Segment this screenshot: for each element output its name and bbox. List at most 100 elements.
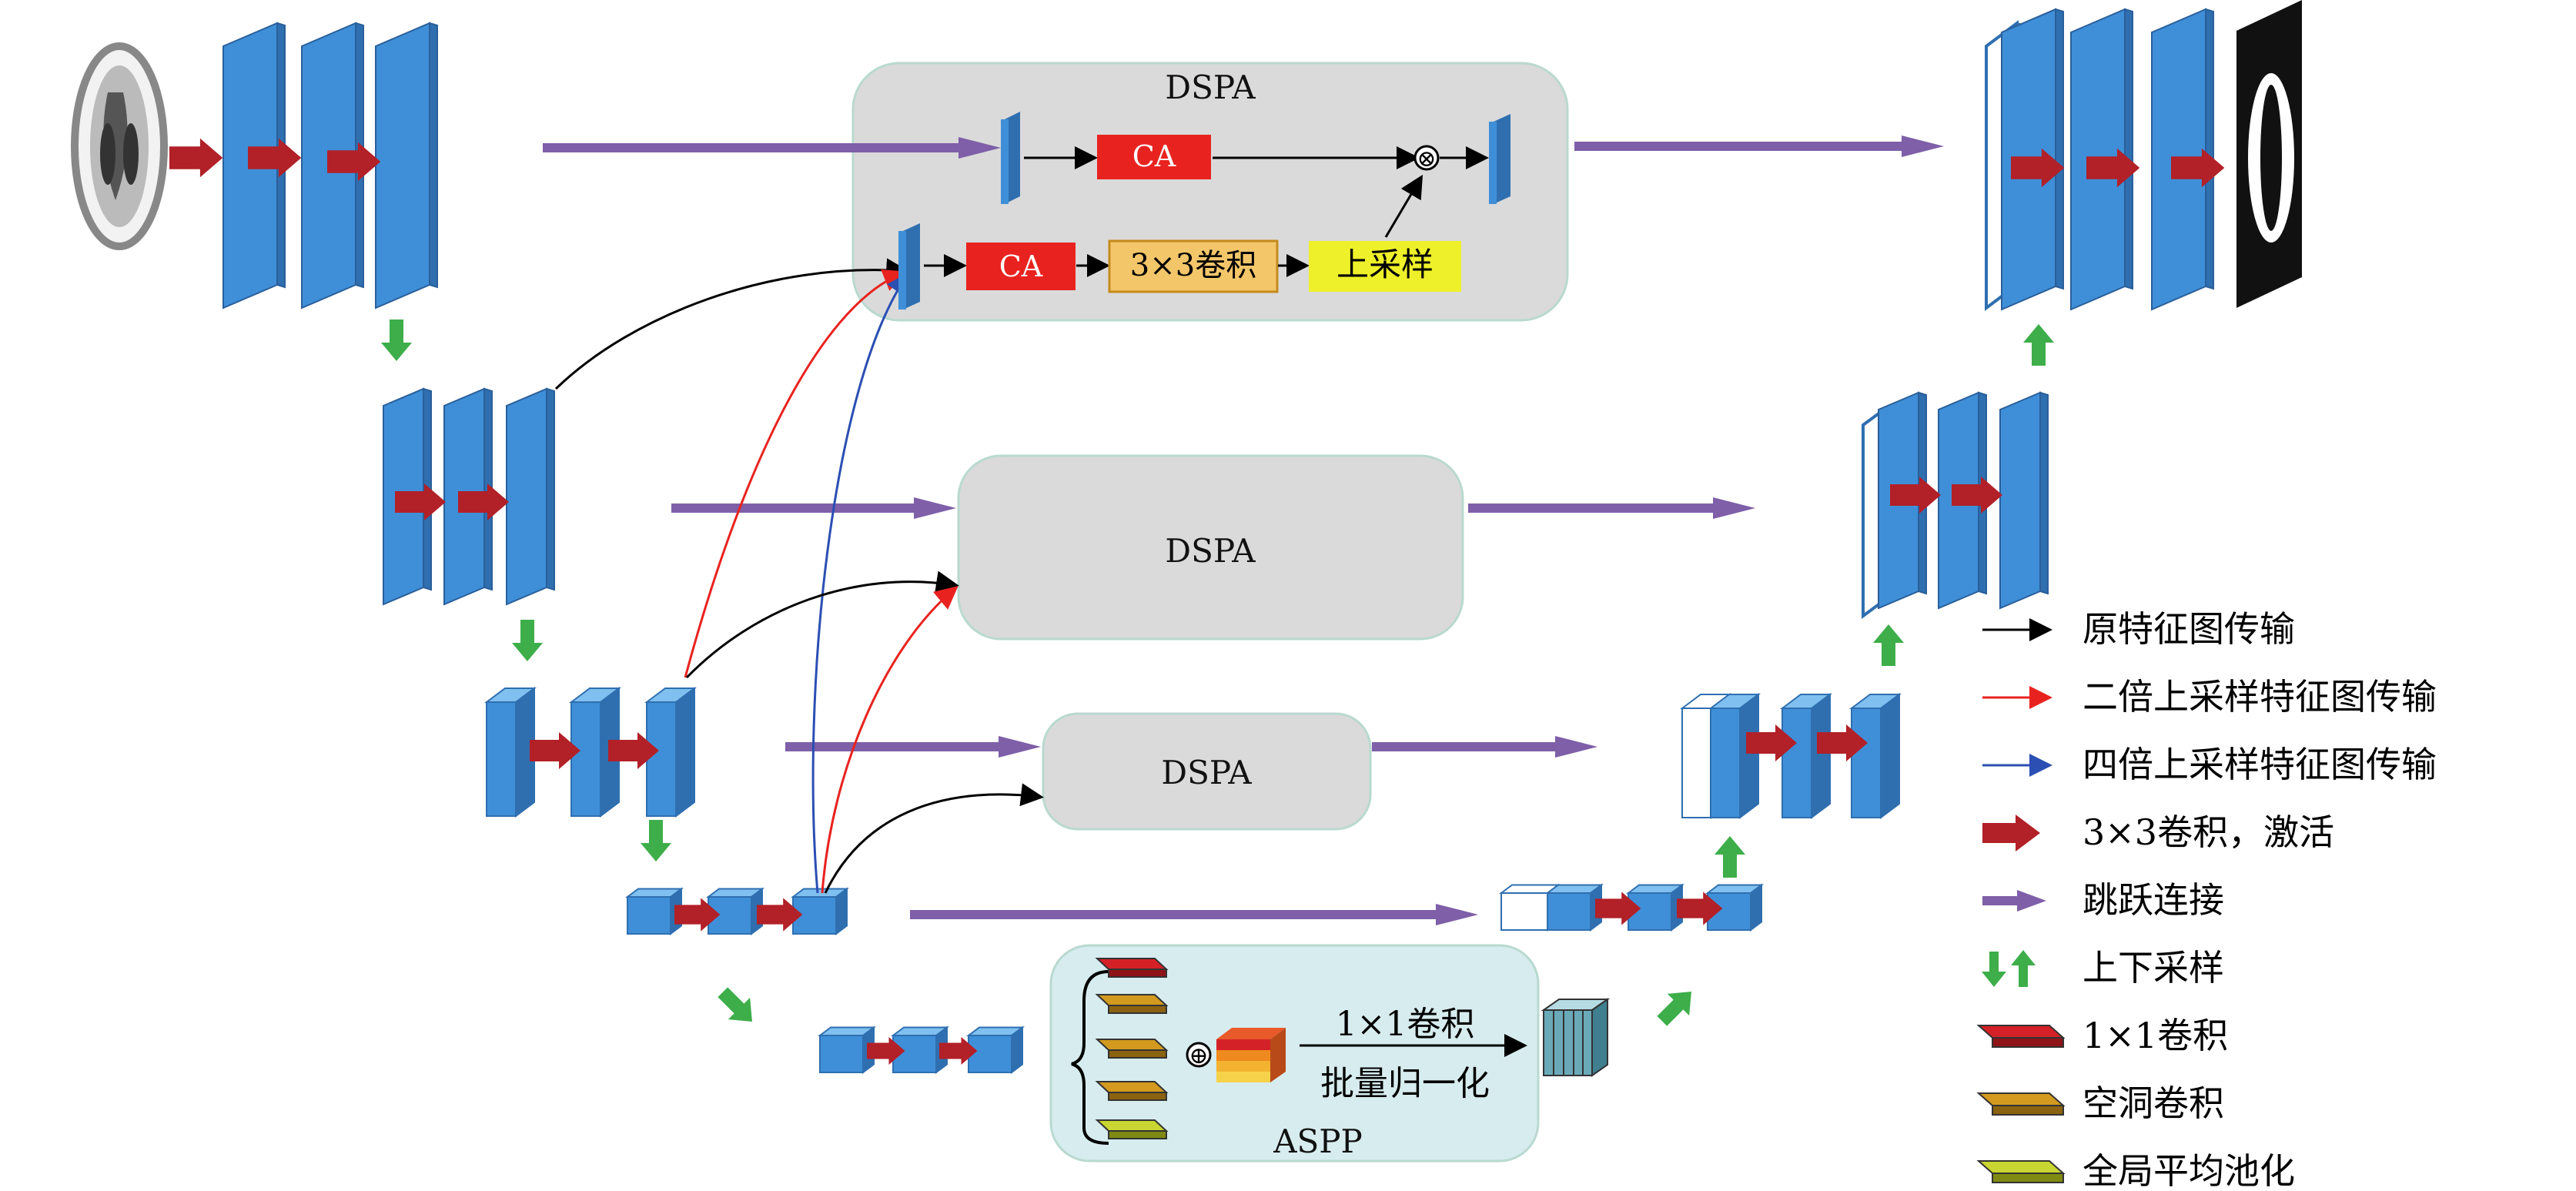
downsample-arrow-2	[512, 620, 543, 661]
aspp-output-block	[1541, 998, 1611, 1077]
black-line-enc3-to-dspa-mid	[685, 570, 959, 679]
legend-item-6: 1×1卷积	[1976, 1015, 2228, 1056]
enc3-map-1	[484, 687, 537, 818]
conv-arrow-bott-a	[867, 1037, 905, 1065]
legend-item-1: 二倍上采样特征图传输	[1982, 676, 2437, 718]
yellowgreen-slab-icon	[1976, 1160, 2066, 1183]
aspp-conv1x1-slab	[1095, 958, 1169, 978]
enc3-map-3	[644, 687, 697, 818]
legend-label: 四倍上采样特征图传输	[2083, 744, 2437, 785]
legend-item-2: 四倍上采样特征图传输	[1982, 744, 2437, 785]
conv-arrow-bott-b	[939, 1037, 978, 1065]
aspp-atrous-slab-3	[1095, 1081, 1169, 1101]
dspa-small-block-3	[1494, 114, 1510, 204]
ca-top-label: CA	[1132, 139, 1176, 173]
legend-item-3: 3×3卷积，激活	[1982, 811, 2334, 853]
multiply-symbol: ⊗	[1417, 146, 1436, 172]
dec4-map-1	[1545, 883, 1604, 932]
conv-arrow-enc3-b	[608, 732, 659, 769]
dspa-mid-title: DSPA	[1165, 532, 1256, 570]
dec4-concat-outline	[1499, 883, 1561, 932]
enc3-map-2	[569, 687, 621, 818]
skip-dspa-top-to-dec1	[1574, 135, 1944, 157]
legend-item-4: 跳跃连接	[1982, 879, 2224, 921]
upsample-label: 上采样	[1337, 246, 1434, 283]
legend-label: 空洞卷积	[2083, 1082, 2224, 1124]
green-updown-arrows	[1982, 950, 2036, 987]
aspp-title: ASPP	[1273, 1122, 1363, 1160]
skip-enc3-to-dspa-low	[785, 736, 1041, 758]
conv-arrow-dec1-a	[2011, 148, 2065, 188]
downsample-arrow-3	[641, 820, 671, 861]
conv-arrow-dec4-b	[1677, 892, 1723, 925]
conv3x3-label: 3×3卷积	[1130, 248, 1256, 283]
aspp-atrous-slab-1	[1095, 994, 1169, 1014]
red-block-arrow	[1982, 815, 2040, 851]
upsample-arrow-3	[1873, 624, 1904, 666]
aspp-conv1x1-label: 1×1卷积	[1336, 1005, 1475, 1044]
enc1-map-3	[375, 22, 438, 309]
dec3-map-2	[1780, 693, 1832, 819]
aspp-box	[1049, 944, 1540, 1163]
enc4-map-1	[625, 887, 684, 935]
legend-label: 跳跃连接	[2083, 879, 2224, 921]
dspa-top-internals: CA ⊗ CA 3×3卷积 上采样	[898, 112, 1510, 309]
purple-skip-arrow	[1982, 890, 2046, 912]
red-line-enc4-to-dspa-mid	[821, 586, 958, 894]
upsample-arrow-1	[1657, 992, 1691, 1026]
dspa-small-block-2	[903, 223, 920, 309]
conv-arrow-dec3-a	[1746, 724, 1797, 761]
bottleneck-map-3	[966, 1025, 1025, 1074]
skip-enc1-to-dspa-top	[543, 137, 1001, 159]
downsample-arrow-1	[381, 319, 412, 361]
dec2-map-3	[1999, 391, 2049, 610]
skip-enc2-to-dspa-mid	[671, 497, 956, 519]
legend-label: 二倍上采样特征图传输	[2083, 676, 2437, 718]
legend-label: 1×1卷积	[2083, 1015, 2228, 1056]
legend-label: 上下采样	[2083, 947, 2224, 989]
upsample-arrow-2	[1715, 836, 1745, 878]
legend-item-0: 原特征图传输	[1982, 608, 2295, 650]
dspa-mid-box	[957, 454, 1464, 641]
multiply-node	[1413, 145, 1440, 171]
enc2-map-3	[506, 387, 555, 606]
ca-top-box	[1097, 135, 1211, 179]
conv-arrow-enc3-a	[530, 732, 580, 769]
conv3x3-box	[1108, 239, 1279, 293]
legend-item-7: 空洞卷积	[1976, 1082, 2224, 1124]
conv-arrow-input	[169, 138, 223, 178]
conv-arrow-enc2-a	[395, 483, 446, 520]
sum-symbol: ⊕	[1189, 1042, 1208, 1069]
dec4-map-2	[1626, 883, 1684, 932]
output-mask-image	[2236, 0, 2302, 308]
blue-line-enc4-to-dspa-top	[811, 272, 910, 894]
aspp-internals: ⊕ 1×1卷积 批量归一化	[1071, 958, 1611, 1145]
dspa-top-title: DSPA	[1165, 69, 1256, 106]
conv-arrow-dec1-c	[2171, 148, 2225, 188]
feature-transmission-lines	[554, 258, 1044, 894]
upsample-arrow-4	[2023, 324, 2054, 366]
skip-dspa-mid-to-dec2	[1468, 497, 1755, 519]
downsample-arrow-4	[718, 987, 752, 1022]
red-slab-icon	[1976, 1025, 2066, 1048]
legend-item-5: 上下采样	[1982, 947, 2224, 989]
sum-node	[1186, 1042, 1212, 1068]
upsample-box	[1309, 241, 1461, 292]
red-line-enc3-to-dspa-top	[684, 269, 907, 678]
conv-arrow-dec3-b	[1817, 724, 1868, 761]
legend-label: 全局平均池化	[2083, 1150, 2295, 1191]
conv-arrow-dec2-b	[1952, 477, 2002, 514]
concat-stack	[1216, 1028, 1286, 1082]
ca-bottom-label: CA	[999, 249, 1043, 283]
conv-arrow-enc1-a	[248, 138, 302, 178]
conv-arrow-dec1-b	[2086, 148, 2140, 188]
aspp-batchnorm-label: 批量归一化	[1320, 1064, 1490, 1103]
sampling-arrows	[381, 319, 2054, 1026]
aspp-gap-slab	[1095, 1119, 1169, 1139]
conv-arrows	[169, 138, 2225, 1065]
dspa-low-box	[1042, 712, 1372, 831]
conv-arrow-enc4-b	[757, 898, 803, 932]
